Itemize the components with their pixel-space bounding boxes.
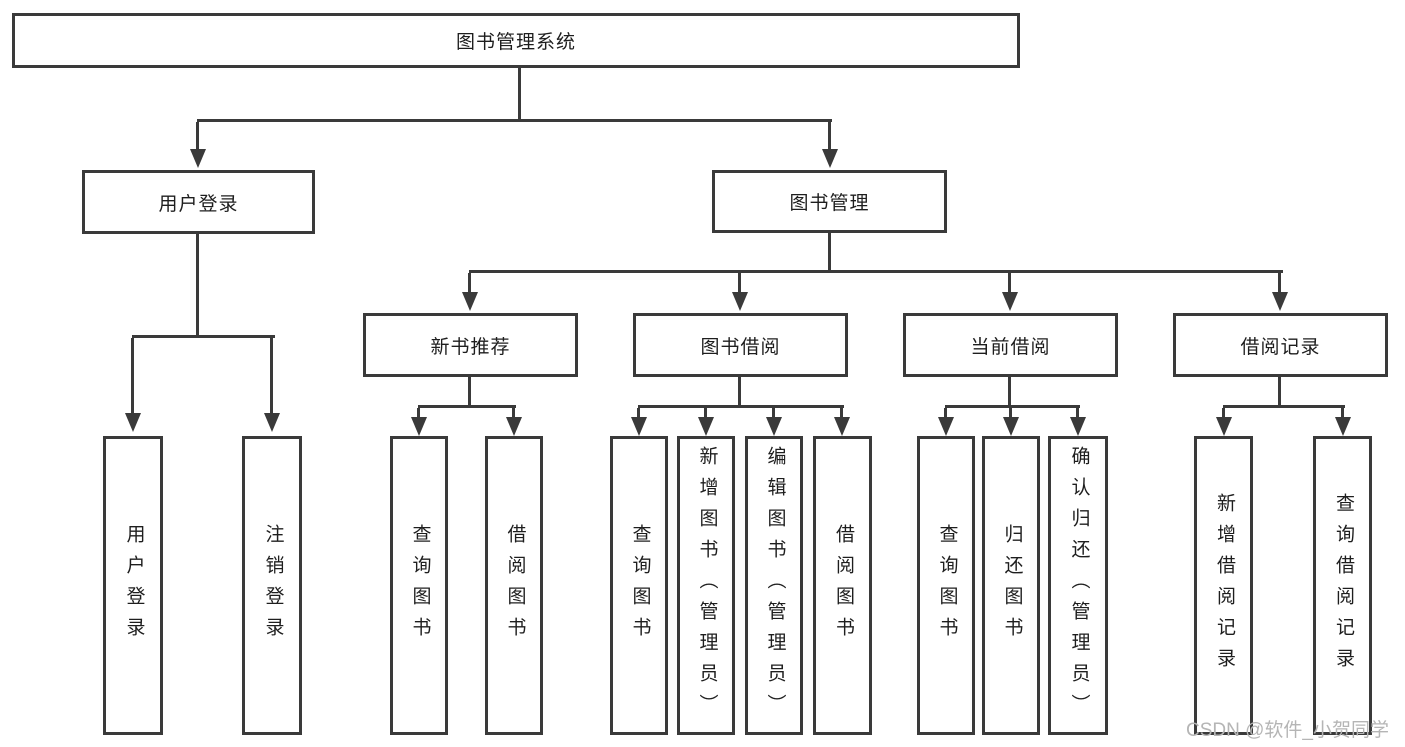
connector-records-rake (1223, 405, 1345, 408)
connector-root-stem (518, 68, 521, 121)
connector-root-rake (197, 119, 832, 122)
arrow-down-icon (263, 338, 280, 432)
arrow-down-icon (1271, 273, 1288, 311)
watermark: CSDN @软件_小贺同学 (1186, 720, 1389, 741)
leaf-borrowing-add-books-admin: 新增图书（管理员） (677, 436, 735, 735)
node-current-borrowing: 当前借阅 (903, 313, 1118, 377)
arrow-down-icon (937, 408, 954, 436)
node-borrowing-records-label: 借阅记录 (1240, 336, 1321, 358)
arrow-down-icon (1334, 408, 1351, 436)
leaf-current-query-books: 查询图书 (917, 436, 975, 735)
leaf-current-return-books: 归还图书 (982, 436, 1040, 735)
leaf-borrowing-query-books-label: 查询图书 (629, 523, 651, 648)
leaf-borrowing-edit-books-admin: 编辑图书（管理员） (745, 436, 803, 735)
node-book-management-label: 图书管理 (789, 193, 870, 214)
arrow-down-icon (731, 273, 748, 311)
arrow-down-icon (1215, 408, 1232, 436)
connector-book-mgmt-rake (469, 270, 1283, 273)
arrow-down-icon (1069, 408, 1086, 436)
arrow-down-icon (410, 408, 427, 436)
leaf-borrowing-add-books-admin-label: 新增图书（管理员） (696, 446, 718, 725)
arrow-down-icon (1001, 273, 1018, 311)
connector-borrowing-stem (738, 377, 741, 408)
arrow-down-icon (697, 408, 714, 436)
arrow-down-icon (189, 122, 206, 168)
connector-records-stem (1278, 377, 1281, 408)
node-new-book-recommend: 新书推荐 (363, 313, 578, 377)
node-book-borrowing: 图书借阅 (633, 313, 848, 377)
leaf-recommend-borrow-books-label: 借阅图书 (504, 523, 526, 648)
leaf-logout-login-label: 注销登录 (262, 523, 284, 648)
leaf-recommend-query-books: 查询图书 (390, 436, 448, 735)
leaf-recommend-borrow-books: 借阅图书 (485, 436, 543, 735)
leaf-records-query-record-label: 查询借阅记录 (1332, 492, 1354, 679)
leaf-records-add-record: 新增借阅记录 (1194, 436, 1253, 735)
leaf-borrowing-query-books: 查询图书 (610, 436, 668, 735)
connector-user-login-stem (196, 234, 199, 338)
connector-recommend-rake (418, 405, 516, 408)
leaf-recommend-query-books-label: 查询图书 (409, 523, 431, 648)
leaf-current-query-books-label: 查询图书 (936, 523, 958, 648)
leaf-current-confirm-return-admin-label: 确认归还（管理员） (1068, 446, 1090, 725)
connector-user-login-rake (132, 335, 275, 338)
arrow-down-icon (630, 408, 647, 436)
node-book-borrowing-label: 图书借阅 (700, 336, 781, 358)
node-current-borrowing-label: 当前借阅 (970, 336, 1051, 358)
leaf-current-return-books-label: 归还图书 (1001, 523, 1023, 648)
node-root: 图书管理系统 (12, 13, 1020, 68)
leaf-records-add-record-label: 新增借阅记录 (1213, 492, 1235, 679)
connector-current-stem (1008, 377, 1011, 408)
leaf-logout-login: 注销登录 (242, 436, 302, 735)
leaf-borrowing-edit-books-admin-label: 编辑图书（管理员） (764, 446, 786, 725)
arrow-down-icon (505, 408, 522, 436)
node-new-book-recommend-label: 新书推荐 (430, 336, 511, 358)
arrow-down-icon (461, 273, 478, 311)
arrow-down-icon (821, 122, 838, 168)
leaf-borrowing-borrow-books: 借阅图书 (813, 436, 872, 735)
connector-borrowing-rake (638, 405, 844, 408)
leaf-records-query-record: 查询借阅记录 (1313, 436, 1372, 735)
node-user-login: 用户登录 (82, 170, 315, 234)
node-root-label: 图书管理系统 (455, 32, 576, 53)
leaf-current-confirm-return-admin: 确认归还（管理员） (1048, 436, 1108, 735)
arrow-down-icon (833, 408, 850, 436)
arrow-down-icon (1002, 408, 1019, 436)
arrow-down-icon (765, 408, 782, 436)
node-user-login-label: 用户登录 (158, 193, 239, 215)
connector-book-mgmt-stem (828, 233, 831, 273)
leaf-user-login-label: 用户登录 (123, 523, 145, 648)
leaf-borrowing-borrow-books-label: 借阅图书 (832, 523, 854, 648)
leaf-user-login: 用户登录 (103, 436, 163, 735)
connector-recommend-stem (468, 377, 471, 408)
node-borrowing-records: 借阅记录 (1173, 313, 1388, 377)
arrow-down-icon (124, 338, 141, 432)
connector-current-rake (945, 405, 1080, 408)
node-book-management: 图书管理 (712, 170, 947, 233)
